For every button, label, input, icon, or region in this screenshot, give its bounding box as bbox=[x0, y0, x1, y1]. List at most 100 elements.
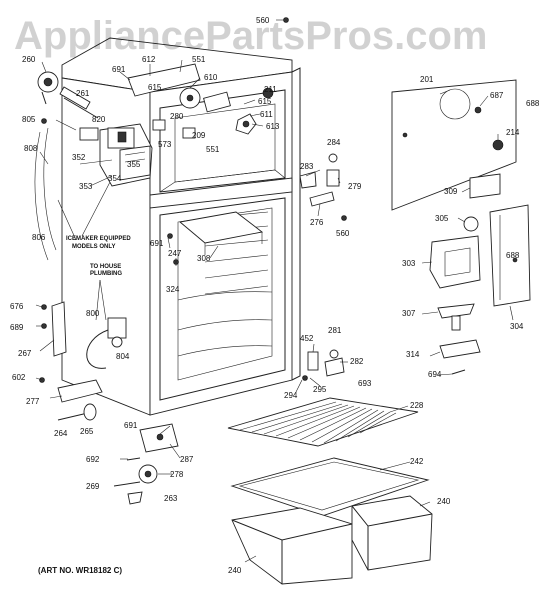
hinge-parts bbox=[299, 153, 347, 221]
label-287: 287 bbox=[180, 455, 194, 464]
label-284: 284 bbox=[327, 138, 341, 147]
leader-lines bbox=[35, 19, 514, 563]
label-260: 260 bbox=[22, 55, 36, 64]
label-282: 282 bbox=[350, 357, 364, 366]
label-283: 283 bbox=[300, 162, 314, 171]
label-452: 452 bbox=[300, 334, 314, 343]
label-278: 278 bbox=[170, 470, 184, 479]
label-305: 305 bbox=[435, 214, 449, 223]
label-309: 309 bbox=[444, 187, 458, 196]
label-688: 688 bbox=[506, 251, 520, 260]
label-279: 279 bbox=[348, 182, 362, 191]
label-692: 692 bbox=[86, 455, 100, 464]
label-314: 314 bbox=[406, 350, 420, 359]
label-611: 611 bbox=[260, 110, 273, 119]
label-354: 354 bbox=[108, 174, 122, 183]
label-551: 551 bbox=[192, 55, 206, 64]
part-labels: 560 260 691 612 551 615 610 211 615 611 … bbox=[10, 16, 540, 575]
bottom-parts bbox=[113, 423, 179, 505]
label-676: 676 bbox=[10, 302, 24, 311]
label-691: 691 bbox=[124, 421, 138, 430]
label-560: 560 bbox=[336, 229, 350, 238]
label-805: 805 bbox=[22, 115, 36, 124]
label-267: 267 bbox=[18, 349, 32, 358]
thermostat-305 bbox=[463, 216, 479, 232]
label-551: 551 bbox=[206, 145, 220, 154]
part-314 bbox=[439, 339, 481, 359]
label-691: 691 bbox=[112, 65, 126, 74]
label-309 bbox=[469, 173, 501, 199]
label-804: 804 bbox=[116, 352, 130, 361]
label-280: 280 bbox=[170, 112, 184, 121]
label-693: 693 bbox=[358, 379, 372, 388]
label-295: 295 bbox=[313, 385, 327, 394]
plumbing-note-line2: PLUMBING bbox=[90, 271, 122, 277]
label-294: 294 bbox=[284, 391, 298, 400]
part-307 bbox=[437, 303, 475, 319]
label-808: 808 bbox=[24, 144, 38, 153]
label-265: 265 bbox=[80, 427, 94, 436]
icemaker-note-line2: MODELS ONLY bbox=[72, 244, 115, 250]
label-209: 209 bbox=[192, 131, 206, 140]
label-602: 602 bbox=[12, 373, 26, 382]
label-615: 615 bbox=[258, 97, 272, 106]
label-269: 269 bbox=[86, 482, 100, 491]
label-610: 610 bbox=[204, 73, 218, 82]
control-housing-303 bbox=[429, 235, 481, 289]
crisper-drawers bbox=[231, 495, 433, 585]
label-277: 277 bbox=[26, 397, 40, 406]
lower-hinge-parts bbox=[302, 349, 345, 381]
label-689: 689 bbox=[10, 323, 24, 332]
label-263: 263 bbox=[164, 494, 178, 503]
label-573: 573 bbox=[158, 140, 172, 149]
plumbing-note-line1: TO HOUSE bbox=[90, 264, 121, 270]
label-355: 355 bbox=[127, 160, 141, 169]
label-240: 240 bbox=[437, 497, 451, 506]
wire-shelf-228 bbox=[227, 397, 419, 447]
label-687: 687 bbox=[490, 91, 504, 100]
label-612: 612 bbox=[142, 55, 156, 64]
label-353: 353 bbox=[79, 182, 93, 191]
label-820: 820 bbox=[92, 115, 106, 124]
icemaker-note-line1: ICEMAKER EQUIPPED bbox=[66, 236, 131, 242]
label-276: 276 bbox=[310, 218, 324, 227]
label-691: 691 bbox=[150, 239, 164, 248]
art-number: (ART NO. WR18182 C) bbox=[38, 566, 123, 575]
label-308: 308 bbox=[197, 254, 211, 263]
label-303: 303 bbox=[402, 259, 416, 268]
bracket-267 bbox=[51, 301, 67, 357]
icemaker-unit bbox=[79, 123, 153, 187]
fill-tube bbox=[37, 71, 99, 119]
label-228: 228 bbox=[410, 401, 424, 410]
wire-harness-806 bbox=[34, 131, 49, 261]
label-688: 688 bbox=[526, 99, 540, 108]
roller-265 bbox=[83, 403, 97, 421]
label-613: 613 bbox=[266, 122, 280, 131]
water-valve bbox=[86, 279, 127, 369]
label-560: 560 bbox=[256, 16, 270, 25]
label-352: 352 bbox=[72, 153, 86, 162]
diagram-notes: ICEMAKER EQUIPPED MODELS ONLY TO HOUSE P… bbox=[66, 236, 131, 277]
label-242: 242 bbox=[410, 457, 424, 466]
label-615: 615 bbox=[148, 83, 162, 92]
label-214: 214 bbox=[506, 128, 520, 137]
label-304: 304 bbox=[510, 322, 524, 331]
label-261: 261 bbox=[76, 89, 90, 98]
label-800: 800 bbox=[86, 309, 100, 318]
label-211: 211 bbox=[264, 85, 277, 94]
label-806: 806 bbox=[32, 233, 46, 242]
label-240: 240 bbox=[228, 566, 242, 575]
evaporator-cover-201 bbox=[391, 79, 517, 211]
label-324: 324 bbox=[166, 285, 180, 294]
watermark: AppliancePartsPros.com bbox=[14, 14, 488, 58]
bracket-277 bbox=[57, 379, 103, 403]
fan-motor-assembly bbox=[127, 63, 274, 139]
crisper-cover-242 bbox=[230, 457, 430, 517]
label-307: 307 bbox=[402, 309, 416, 318]
label-201: 201 bbox=[420, 75, 434, 84]
label-247: 247 bbox=[168, 249, 182, 258]
label-281: 281 bbox=[328, 326, 342, 335]
label-694: 694 bbox=[428, 370, 442, 379]
label-264: 264 bbox=[54, 429, 68, 438]
